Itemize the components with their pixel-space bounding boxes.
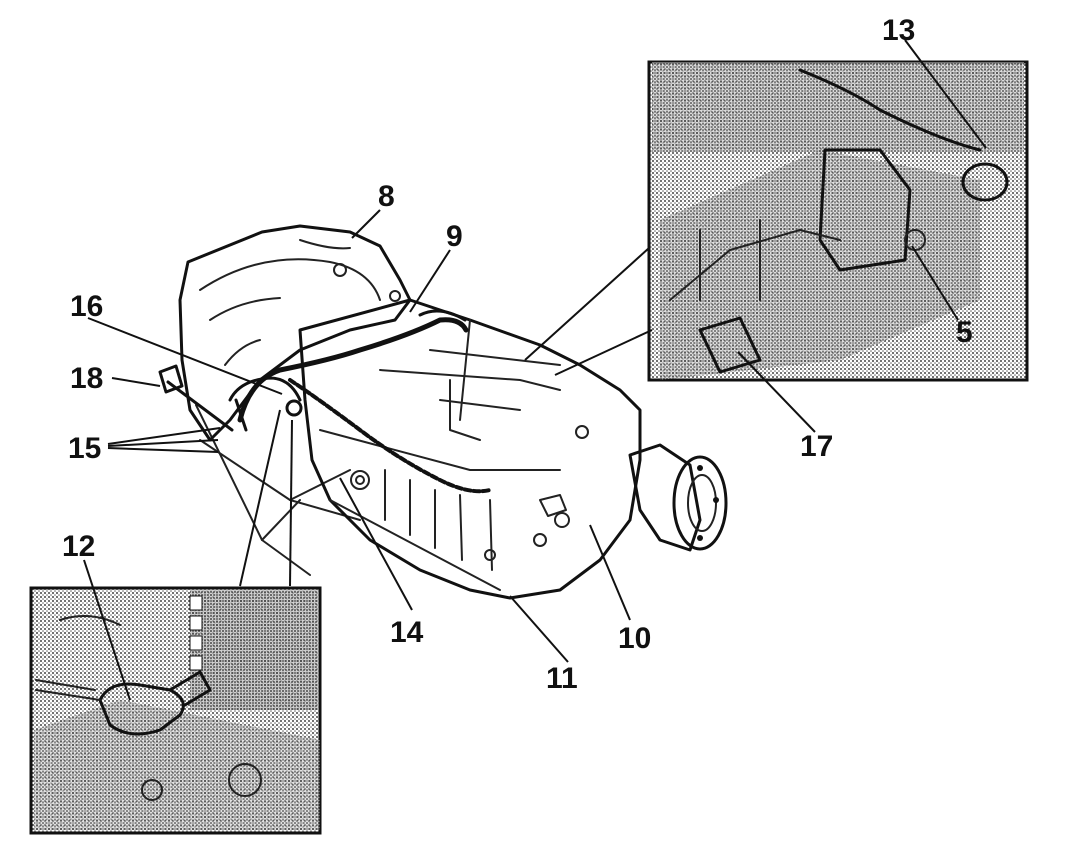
callout-leaders: [83, 39, 987, 701]
inset-connector-lower: [554, 329, 653, 376]
callout-5: 5: [956, 316, 973, 349]
inset-connector-upper: [524, 247, 650, 361]
inset-detail-upper-right: [647, 60, 1029, 382]
dipstick-tube: [158, 364, 234, 432]
callout-14: 14: [390, 616, 424, 649]
output-flange: [628, 443, 728, 552]
callout-9: 9: [446, 220, 463, 253]
transmission-assembly: [158, 224, 728, 600]
callout-13: 13: [882, 14, 915, 47]
callout-12: 12: [62, 530, 95, 563]
transmission-case: [298, 298, 642, 600]
callout-10: 10: [618, 622, 651, 655]
callout-15: 15: [68, 432, 101, 465]
bell-housing: [178, 224, 412, 442]
callout-16: 16: [70, 290, 103, 323]
inset-detail-lower-left: [29, 586, 322, 835]
callout-8: 8: [378, 180, 395, 213]
callout-18: 18: [70, 362, 103, 395]
inset-connector-left: [239, 409, 281, 587]
wiring-harness: [228, 309, 492, 494]
callout-11: 11: [546, 662, 578, 695]
callout-17: 17: [800, 430, 833, 463]
callout-labels: 8 9 16 18 15 14 11 10 12 13 5 17: [62, 14, 973, 695]
inset-connector-right: [289, 419, 293, 587]
